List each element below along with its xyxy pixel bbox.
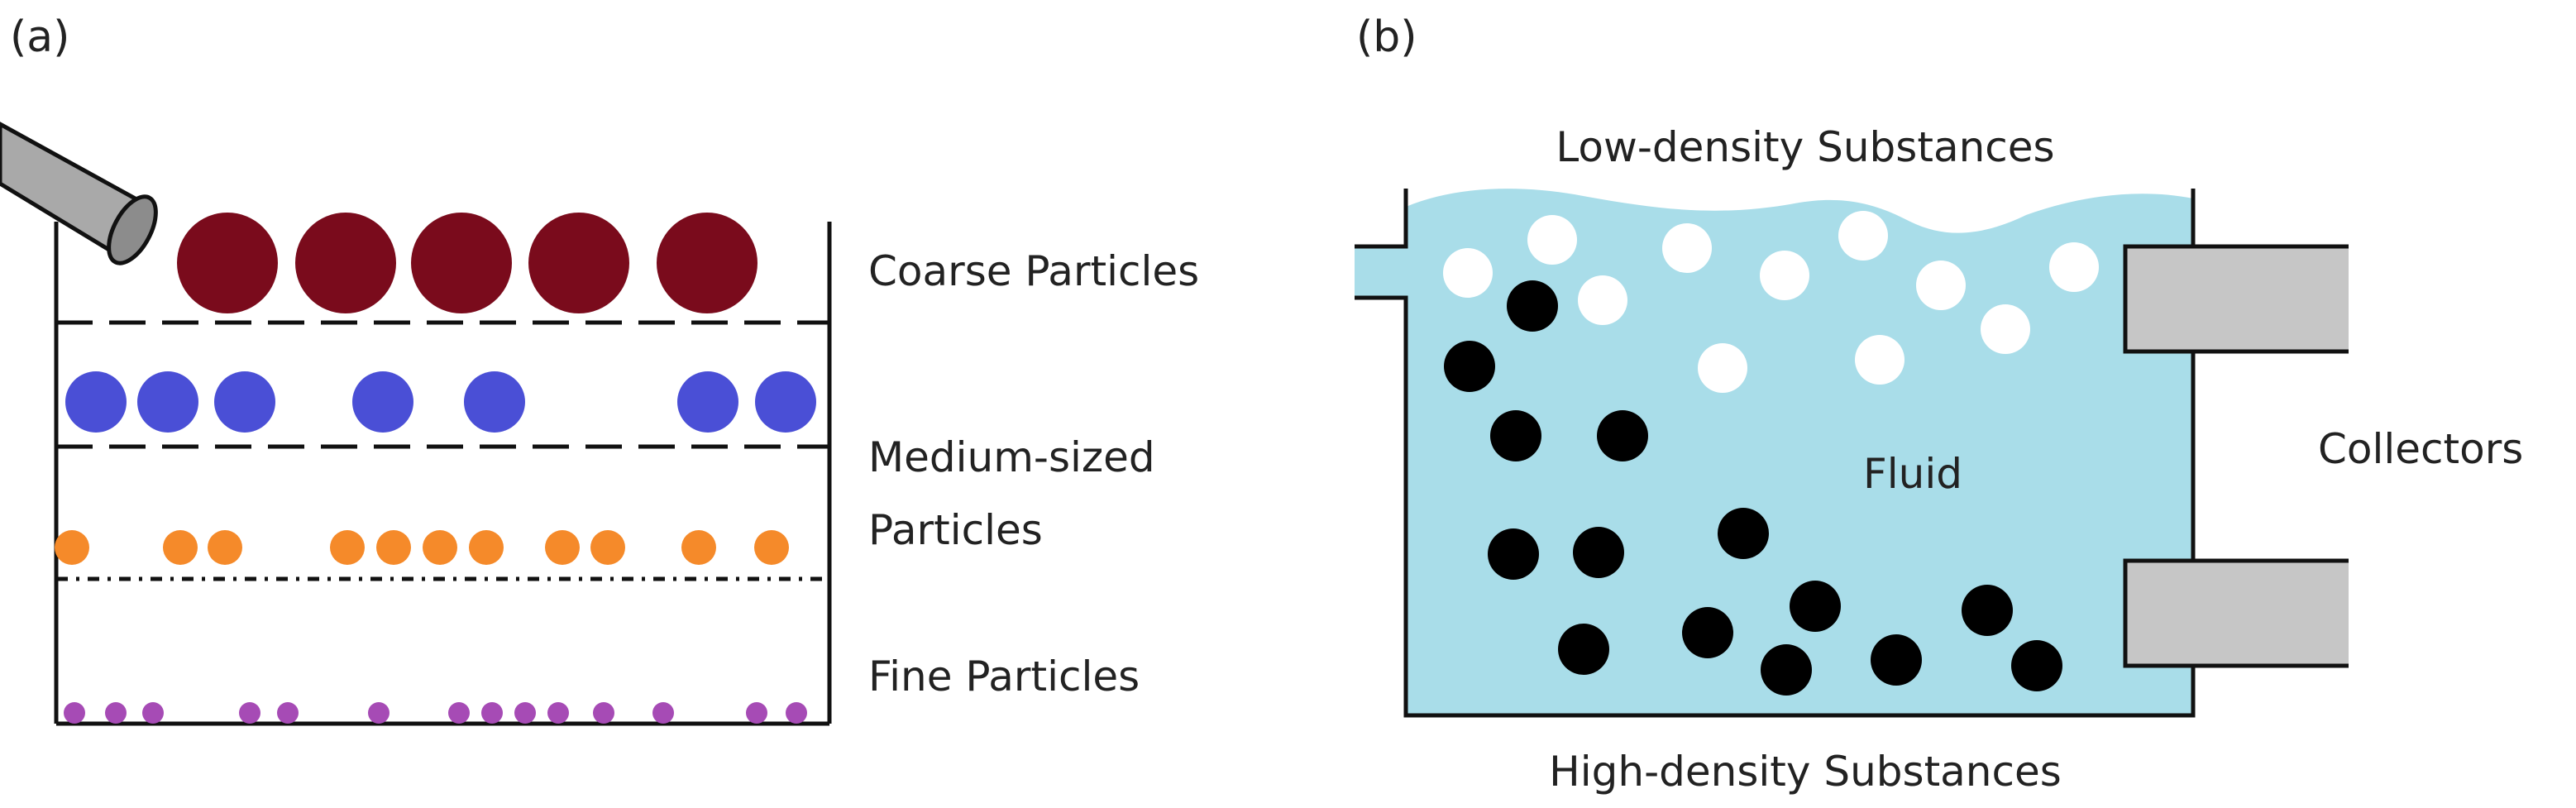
high-density-particle [1682,607,1733,658]
medium-particles-label-line1: Medium-sized [868,433,1155,481]
fine-particle [652,702,674,724]
high-density-particle [1597,410,1648,461]
feed-pipe-opening [107,194,158,265]
medium-particles-label-line2: Particles [868,506,1043,554]
medium-particles [65,371,816,433]
medium-particle [352,371,413,433]
fine-particles [64,702,807,724]
inlet-top-wall [1355,189,1408,249]
orange-particle [376,530,411,565]
fluid-label: Fluid [1863,450,1962,498]
low-density-particle [1855,335,1905,385]
orange-particle [754,530,789,565]
coarse-particle [657,213,758,313]
fine-particle [786,702,807,724]
orange-particle [208,530,242,565]
orange-particle [545,530,580,565]
tank-outline-lower [1355,295,2196,718]
fine-particle [593,702,614,724]
low-density-label: Low-density Substances [1556,123,2054,171]
low-density-particle [1916,261,1966,310]
fine-particle [481,702,503,724]
coarse-particle [295,213,396,313]
fine-particle [142,702,164,724]
high-density-particle [2011,640,2062,691]
fine-particle [368,702,390,724]
medium-particle [677,371,738,433]
panel-b-density-separation: (b) [1355,12,2523,796]
high-density-particle [1490,410,1541,461]
low-density-particle [1698,343,1747,393]
medium-particle [755,371,816,433]
fine-particle [448,702,470,724]
collectors-label: Collectors [2318,425,2523,473]
coarse-particles-label: Coarse Particles [868,247,1199,295]
coarse-particle [528,213,629,313]
low-density-particle [1443,248,1493,298]
low-density-particle [1838,211,1888,261]
orange-particle [681,530,716,565]
high-density-particle [1871,634,1922,686]
fine-particles-label: Fine Particles [868,653,1140,700]
high-density-particle [1573,527,1624,578]
fine-particle [239,702,260,724]
orange-particle [423,530,457,565]
high-density-particles [1444,280,2062,696]
orange-particle [55,530,89,565]
fine-particle [514,702,536,724]
medium-particle [137,371,198,433]
coarse-particles [177,213,758,313]
high-density-particle [1718,508,1769,559]
upper-collector [2123,244,2349,354]
low-density-particle [2049,242,2099,292]
fine-particle [277,702,299,724]
medium-particle [65,371,127,433]
panel-b-tag: (b) [1356,12,1417,62]
fine-particle [64,702,85,724]
panel-a-tag: (a) [10,12,69,62]
feed-pipe [0,122,158,265]
high-density-particle [1507,280,1558,332]
high-density-particle [1761,644,1812,696]
high-density-particle [1962,585,2013,636]
orange-particle [469,530,504,565]
fine-particle [547,702,569,724]
orange-particle [330,530,365,565]
high-density-particle [1444,341,1495,392]
coarse-particle [177,213,278,313]
high-density-particle [1488,528,1539,580]
high-density-particle [1790,581,1841,632]
low-density-particle [1760,251,1809,300]
low-density-particle [1578,275,1627,325]
low-density-particle [1662,223,1712,273]
medium-particle [464,371,525,433]
high-density-particle [1558,624,1609,675]
panel-a-particle-sieving: (a) [0,12,1199,726]
low-density-particle [1527,215,1577,265]
orange-particle [590,530,625,565]
low-density-particle [1981,304,2030,354]
collectors [2123,244,2349,668]
fine-particle [746,702,767,724]
fine-particle [105,702,127,724]
orange-particles [55,530,789,565]
orange-particle [163,530,198,565]
coarse-particle [411,213,512,313]
low-density-particles [1443,211,2099,393]
high-density-label: High-density Substances [1549,748,2062,796]
medium-particle [214,371,275,433]
lower-collector [2123,558,2349,668]
